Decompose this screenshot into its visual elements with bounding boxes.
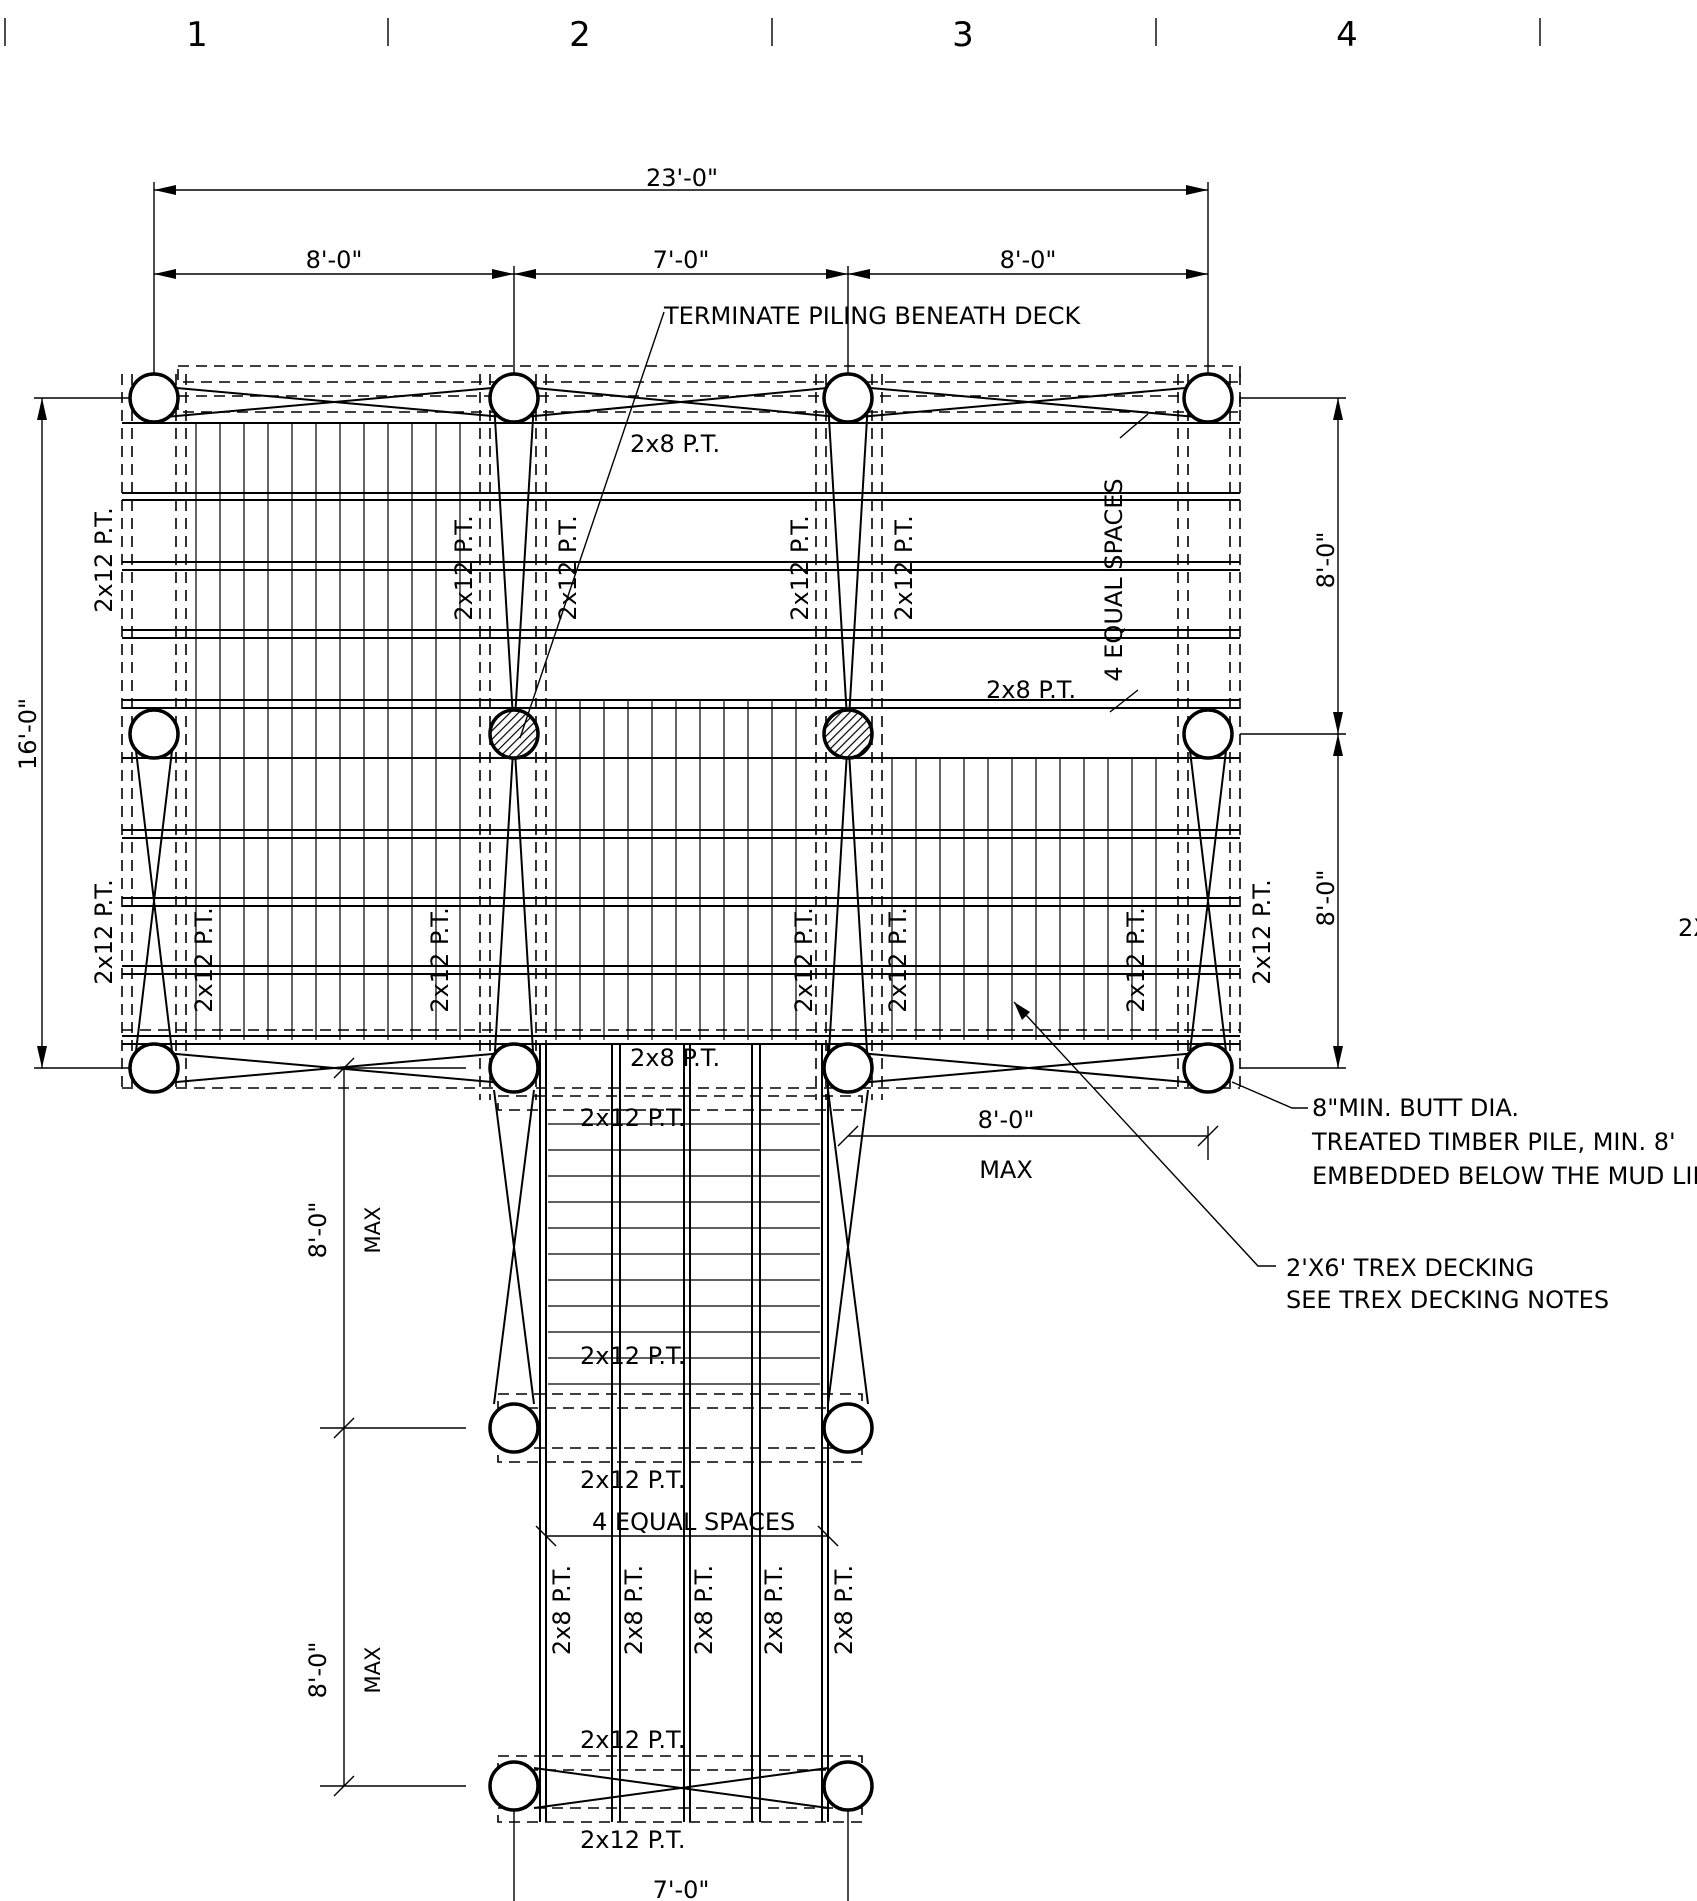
walk-upper-dimension: 8'-0" [304, 1202, 332, 1259]
bay-2-dimension: 7'-0" [653, 246, 710, 274]
dimensions: 23'-0" 8'-0" 7'-0" 8'-0" 16'-0" 8'-0" 8'… [14, 164, 1346, 1901]
beam-label: 2x12 P.T. [90, 879, 118, 984]
walkway-frame [493, 1044, 869, 1823]
grid-zone-4: 4 [1336, 15, 1358, 55]
pile-note-line-2: TREATED TIMBER PILE, MIN. 8' [1311, 1128, 1676, 1156]
equal-spaces-label: 4 EQUAL SPACES [592, 1508, 795, 1536]
bay-1-dimension: 8'-0" [306, 246, 363, 274]
walk-lower-dimension: 8'-0" [304, 1642, 332, 1699]
pile [822, 1042, 874, 1094]
beam-label: 2x12 P.T. [426, 907, 454, 1012]
joist-label: 2x8 P.T. [630, 1044, 720, 1072]
joist-label: 2x8 P.T. [620, 1565, 648, 1655]
beam-label: 2x12 P.T. [580, 1466, 685, 1494]
beam-label: 2x12 P.T. [890, 515, 918, 620]
beam-label: 2x12 P.T. [580, 1726, 685, 1754]
right-upper-dimension: 8'-0" [1312, 532, 1340, 589]
pile [822, 372, 874, 424]
joist-label: 2x8 P.T. [986, 676, 1076, 704]
overall-depth-dimension: 16'-0" [14, 698, 42, 770]
beam-label: 2x12 P.T. [884, 907, 912, 1012]
grid-zone-1: 1 [186, 15, 208, 55]
notes: TERMINATE PILING BENEATH DECK 8"MIN. BUT… [519, 302, 1697, 1314]
beam-label: 2x12 P.T. [450, 515, 478, 620]
pile [488, 1760, 540, 1812]
pile [488, 1402, 540, 1454]
beam-label: 2x12 P.T. [786, 515, 814, 620]
piles [128, 372, 1234, 1812]
pile [822, 1760, 874, 1812]
joist-label: 2x8 P.T. [830, 1565, 858, 1655]
pile [488, 372, 540, 424]
cantilever-max-label: MAX [979, 1156, 1033, 1184]
walk-lower-max-label: MAX [361, 1647, 385, 1694]
beam-label: 2x12 P.T. [190, 907, 218, 1012]
pile-note-line-3: EMBEDDED BELOW THE MUD LINE [1312, 1162, 1697, 1190]
decking-boards [195, 424, 1157, 1385]
grid-zone-3: 3 [952, 15, 974, 55]
cantilever-dimension: 8'-0" [978, 1106, 1035, 1134]
terminate-piling-note: TERMINATE PILING BENEATH DECK [663, 302, 1081, 330]
beam-label: 2x12 P.T. [1248, 879, 1276, 984]
pile-note-line-1: 8"MIN. BUTT DIA. [1312, 1094, 1519, 1122]
pile [1182, 708, 1234, 760]
joist-label: 2x8 P.T. [630, 430, 720, 458]
joist-label: 2x8 P.T. [690, 1565, 718, 1655]
terminated-pile [822, 708, 874, 760]
joist-label: 2x8 P.T. [548, 1565, 576, 1655]
walk-width-dimension: 7'-0" [653, 1876, 710, 1901]
beam-label: 2x12 P.T. [790, 907, 818, 1012]
overall-width-dimension: 23'-0" [646, 164, 718, 192]
pile [128, 1042, 180, 1094]
joist-label: 2x8 P.T. [760, 1565, 788, 1655]
walk-upper-max-label: MAX [361, 1207, 385, 1254]
deck-frame [121, 365, 1241, 1100]
beam-label: 2x12 P.T. [580, 1342, 685, 1370]
beam-label: 2x12 P.T. [580, 1104, 685, 1132]
equal-spaces-label: 4 EQUAL SPACES [1100, 478, 1128, 681]
grid-zone-2: 2 [569, 15, 591, 55]
pile [822, 1402, 874, 1454]
pile [1182, 1042, 1234, 1094]
pile [128, 372, 180, 424]
pile [1182, 372, 1234, 424]
pile [488, 1042, 540, 1094]
grid-zone-header: 1 2 3 4 [4, 15, 1541, 55]
edge-fragment-text: 2X [1678, 914, 1697, 942]
terminated-pile [488, 708, 540, 760]
decking-note-line-2: SEE TREX DECKING NOTES [1286, 1286, 1609, 1314]
decking-note-line-1: 2'X6' TREX DECKING [1286, 1254, 1534, 1282]
beam-label: 2x12 P.T. [90, 507, 118, 612]
pile [128, 708, 180, 760]
beam-label: 2x12 P.T. [580, 1826, 685, 1854]
member-labels: 2x8 P.T. 2x8 P.T. 2x8 P.T. 2x12 P.T. 2x1… [90, 430, 1276, 1854]
right-lower-dimension: 8'-0" [1312, 870, 1340, 927]
bay-3-dimension: 8'-0" [1000, 246, 1057, 274]
beam-label: 2x12 P.T. [1122, 907, 1150, 1012]
